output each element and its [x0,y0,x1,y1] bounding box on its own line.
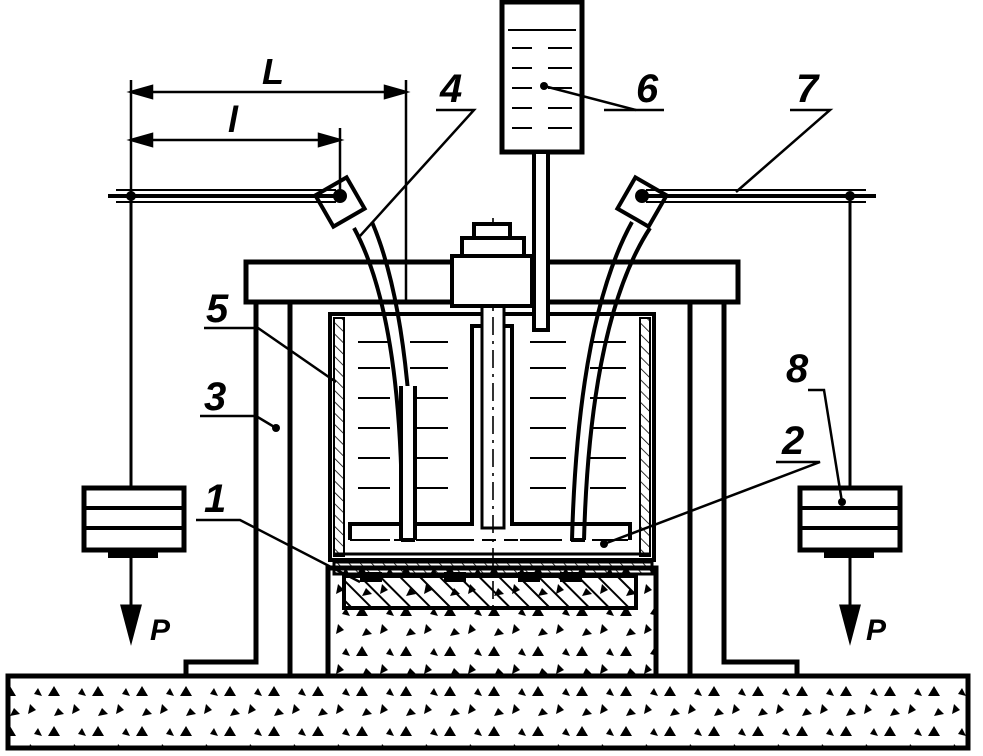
dimension-L-label: L [262,51,284,92]
chamber-point [600,540,608,548]
reservoir-6 [499,0,637,332]
top-fitting [450,222,534,308]
callout-1: 1 [204,477,226,521]
tubes-4 [352,221,652,542]
frame-point [272,424,280,432]
callout-6: 6 [636,67,659,111]
callout-8: 8 [786,347,809,391]
weights-8 [81,485,903,558]
callout-2: 2 [781,419,804,463]
dimension-lines [126,80,411,300]
callout-7: 7 [796,67,820,111]
callout-3: 3 [204,375,226,419]
dimension-l-label: l [228,99,239,140]
force-label-right: P [866,614,887,647]
force-label-left: P [150,614,171,647]
callout-4: 4 [439,67,462,111]
hangers [120,196,861,646]
leader-lines [196,108,844,584]
pedestal [325,565,659,679]
levers-7 [108,189,876,203]
callout-5: 5 [206,287,229,331]
base-slab [5,673,971,751]
pivot-heads [312,174,670,230]
